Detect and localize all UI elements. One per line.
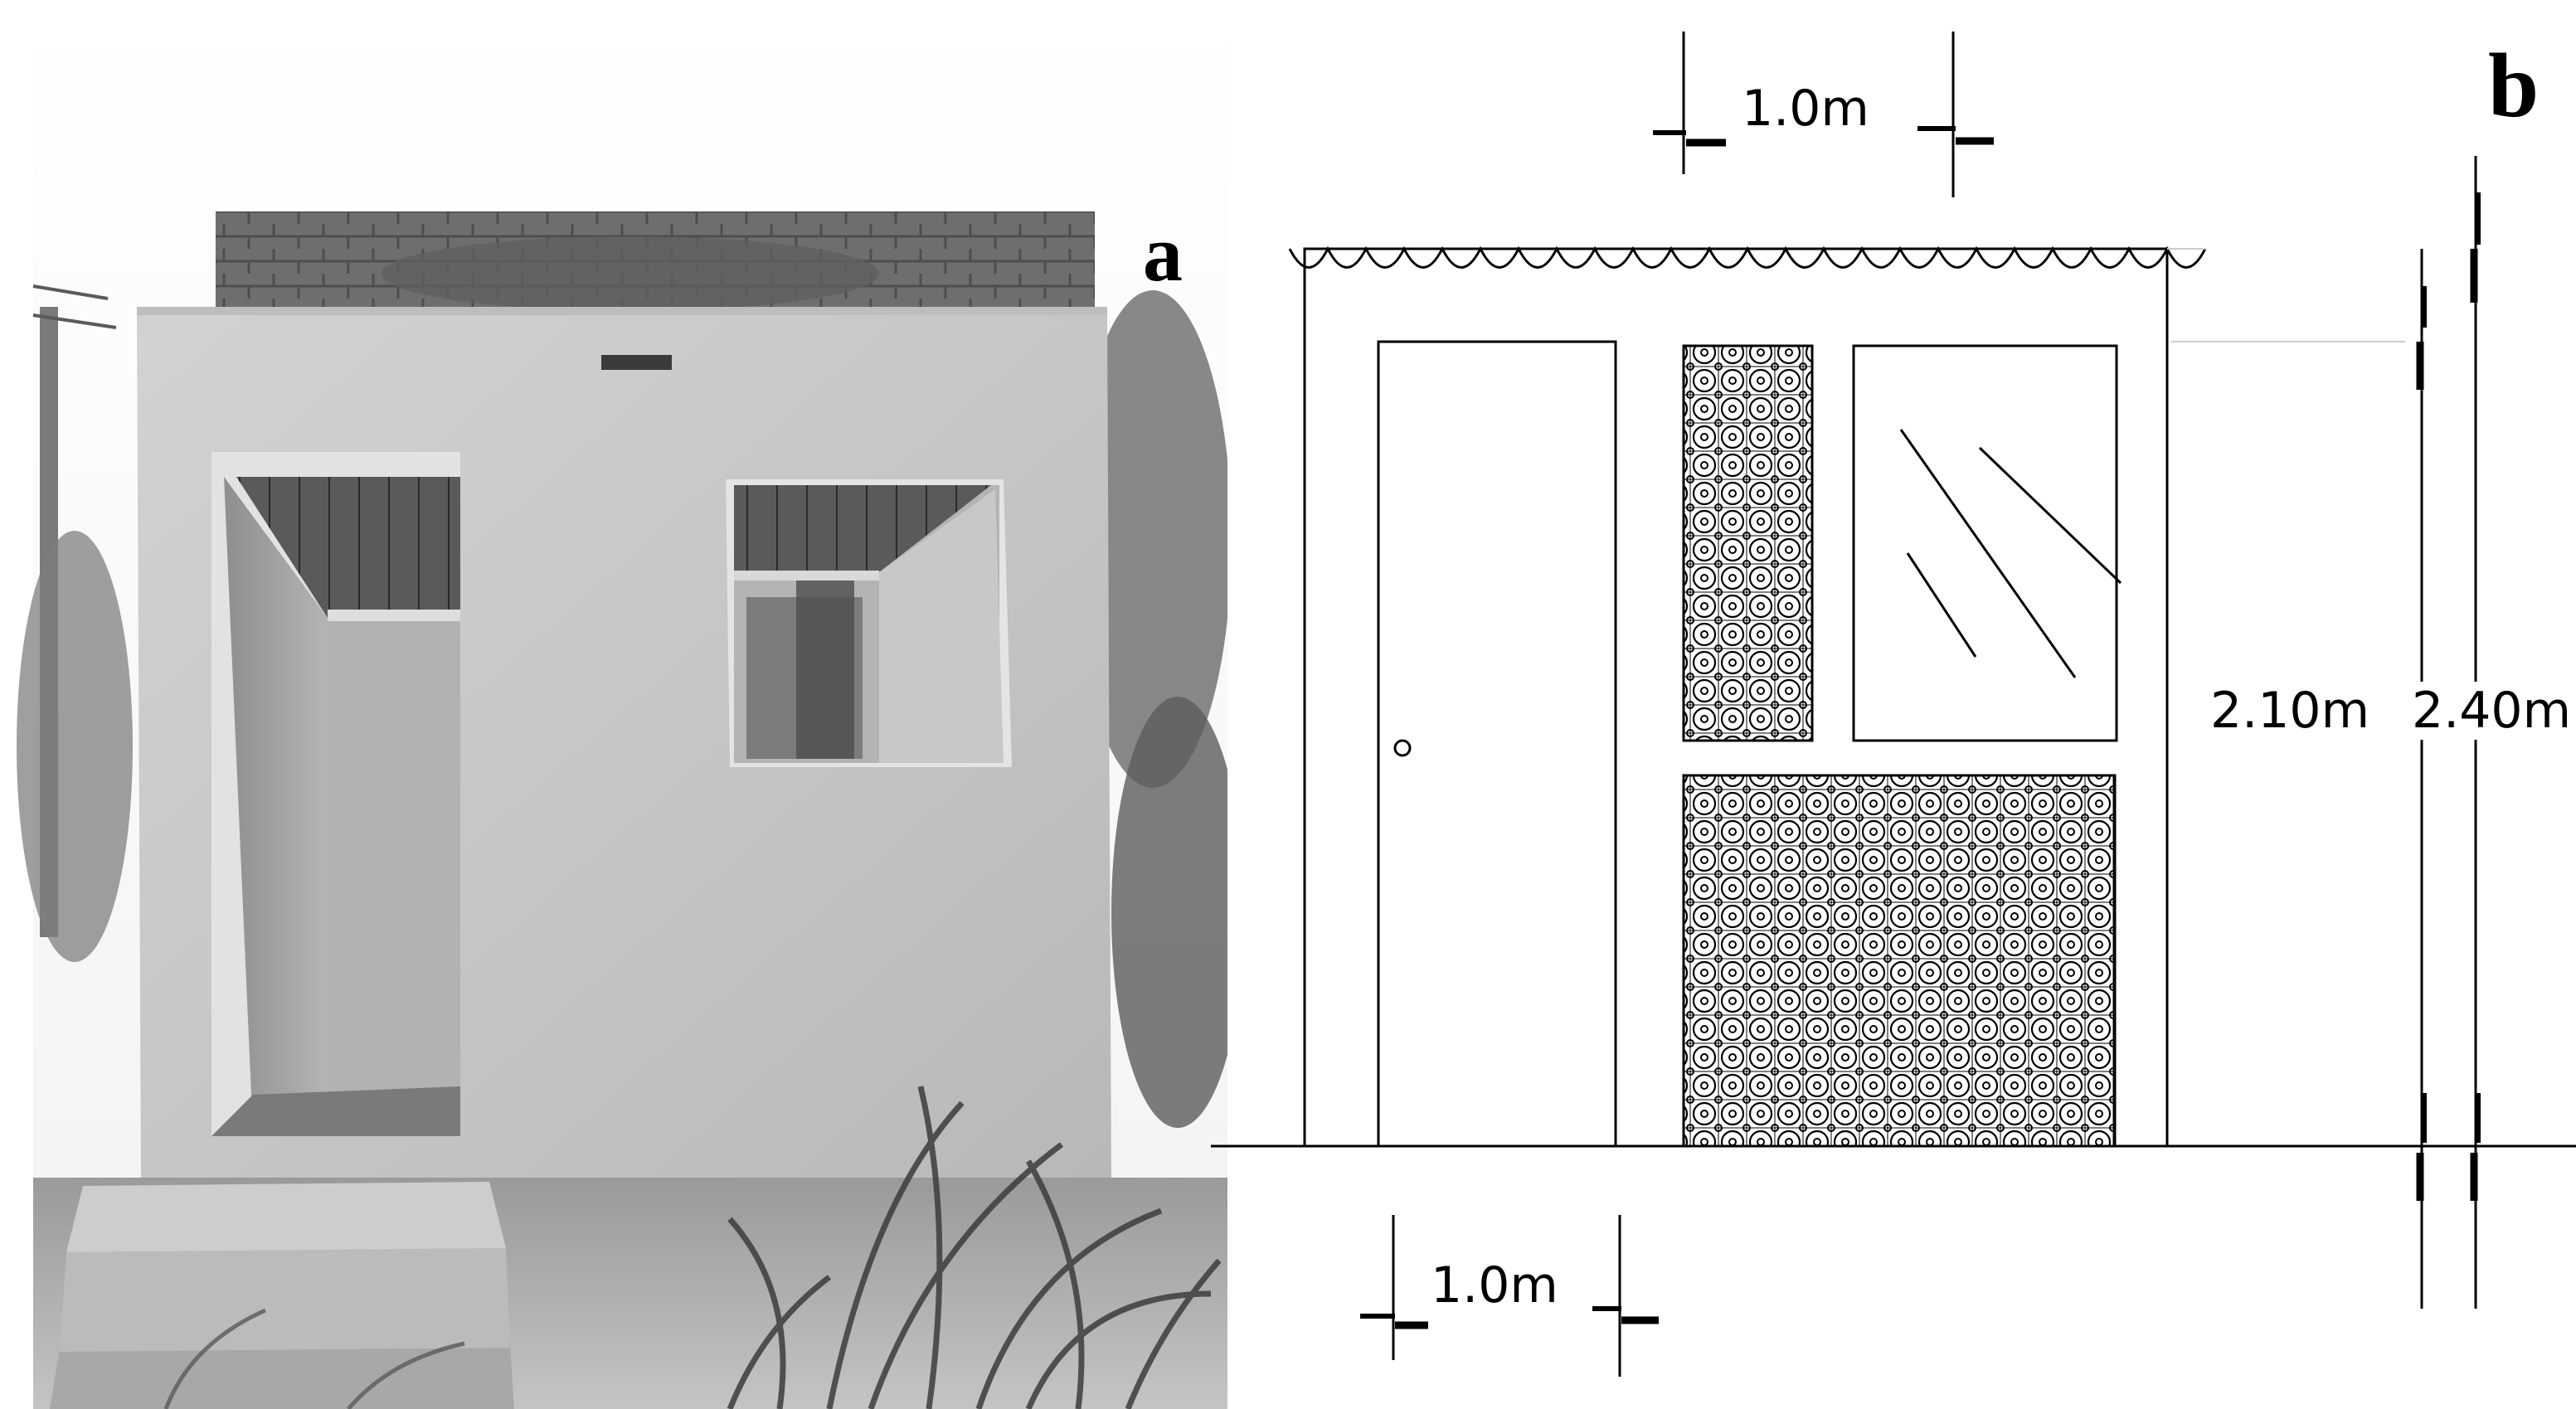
- dimension-label-bottom: 1.0m: [1431, 1256, 1558, 1314]
- elevation-drawing-panel: 1.0m 1.0m 2.10m 2.40m b: [1211, 0, 2576, 1409]
- glass-window: [1852, 344, 2122, 742]
- dimension-bottom-width: [1360, 1215, 1659, 1377]
- dimension-label-outer-height: 2.40m: [2412, 682, 2572, 740]
- panel-label-b: b: [2488, 35, 2540, 136]
- dimension-label-top: 1.0m: [1742, 80, 1869, 138]
- door: [1377, 340, 1617, 1148]
- photo-illustration: [17, 0, 1227, 1409]
- lattice-panel-lower: [1682, 774, 2117, 1148]
- corrugated-roof: [1288, 245, 2207, 269]
- dimension-top-width: [1653, 32, 1994, 197]
- dimension-label-inner-height: 2.10m: [2210, 682, 2370, 740]
- elevation-drawing: [1211, 32, 2576, 1377]
- photo-panel: a: [0, 0, 1227, 1409]
- lattice-panel-upper: [1682, 344, 1814, 742]
- panel-label-a: a: [1143, 209, 1183, 298]
- door-knob: [1393, 739, 1412, 757]
- dimension-height-inner: [2416, 249, 2427, 1309]
